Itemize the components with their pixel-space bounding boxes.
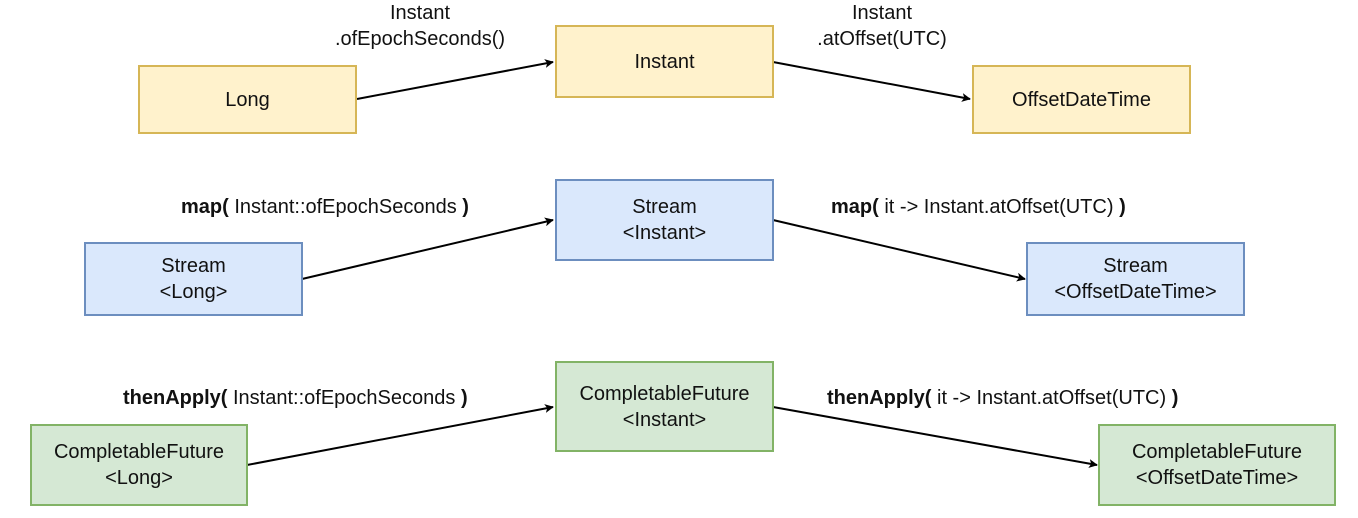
label-close: ) xyxy=(462,196,469,218)
box-future-long[interactable]: CompletableFuture <Long> xyxy=(30,424,248,506)
label-close: ) xyxy=(460,387,468,409)
label-row2-first: map( Instant::ofEpochSeconds ) xyxy=(181,194,469,220)
label-op: thenApply( xyxy=(123,387,228,409)
box-line: <Instant> xyxy=(622,408,707,431)
box-line: OffsetDateTime xyxy=(1012,88,1151,111)
box-line: CompletableFuture xyxy=(579,382,750,405)
box-stream-instant[interactable]: Stream <Instant> xyxy=(555,179,774,261)
label-row1-first: Instant .ofEpochSeconds() xyxy=(335,0,505,52)
label-row3-first: thenApply( Instant::ofEpochSeconds ) xyxy=(123,385,468,411)
box-line: <Long> xyxy=(105,467,173,489)
label-close: ) xyxy=(1119,196,1126,218)
label-close: ) xyxy=(1171,387,1179,409)
box-stream-offsetdatetime[interactable]: Stream <OffsetDateTime> xyxy=(1026,242,1245,316)
label-arg: it -> Instant.atOffset(UTC) xyxy=(878,196,1120,218)
box-line: Stream xyxy=(632,196,697,218)
box-line: Long xyxy=(225,88,270,111)
arrow-row3-first xyxy=(246,404,554,466)
label-line: .atOffset(UTC) xyxy=(817,28,947,50)
box-stream-long[interactable]: Stream <Long> xyxy=(84,242,303,316)
box-line: Stream xyxy=(161,255,226,277)
box-line: <Long> xyxy=(159,281,228,303)
box-line: CompletableFuture xyxy=(1131,441,1303,463)
label-line: Instant xyxy=(389,2,451,24)
label-arg: Instant::ofEpochSeconds xyxy=(227,387,461,409)
label-line: .ofEpochSeconds() xyxy=(334,28,506,50)
label-row2-second: map( it -> Instant.atOffset(UTC) ) xyxy=(831,194,1126,220)
box-line: Instant xyxy=(634,50,695,73)
arrow-row2-first xyxy=(301,217,554,280)
label-row3-second: thenApply( it -> Instant.atOffset(UTC) ) xyxy=(827,385,1178,411)
box-instant[interactable]: Instant xyxy=(555,25,774,98)
arrow-row2-second xyxy=(772,219,1026,282)
box-long[interactable]: Long xyxy=(138,65,357,134)
label-op: map( xyxy=(831,196,879,218)
box-line: <OffsetDateTime> xyxy=(1054,281,1217,303)
box-offsetdatetime[interactable]: OffsetDateTime xyxy=(972,65,1191,134)
arrow-row1-second xyxy=(772,61,971,102)
arrow-row1-first xyxy=(356,59,554,100)
label-op: thenApply( xyxy=(827,387,932,409)
arrow-row3-second xyxy=(772,406,1098,469)
box-line: CompletableFuture xyxy=(53,441,225,463)
box-line: Stream xyxy=(1103,255,1168,277)
box-future-offsetdatetime[interactable]: CompletableFuture <OffsetDateTime> xyxy=(1098,424,1336,506)
box-line: <OffsetDateTime> xyxy=(1135,467,1299,489)
label-row1-second: Instant .atOffset(UTC) xyxy=(817,0,947,52)
box-line: <Instant> xyxy=(622,222,707,244)
label-arg: Instant::ofEpochSeconds xyxy=(228,196,463,218)
label-line: Instant xyxy=(851,2,913,24)
box-future-instant[interactable]: CompletableFuture <Instant> xyxy=(555,361,774,452)
label-op: map( xyxy=(181,196,229,218)
label-arg: it -> Instant.atOffset(UTC) xyxy=(931,387,1172,409)
